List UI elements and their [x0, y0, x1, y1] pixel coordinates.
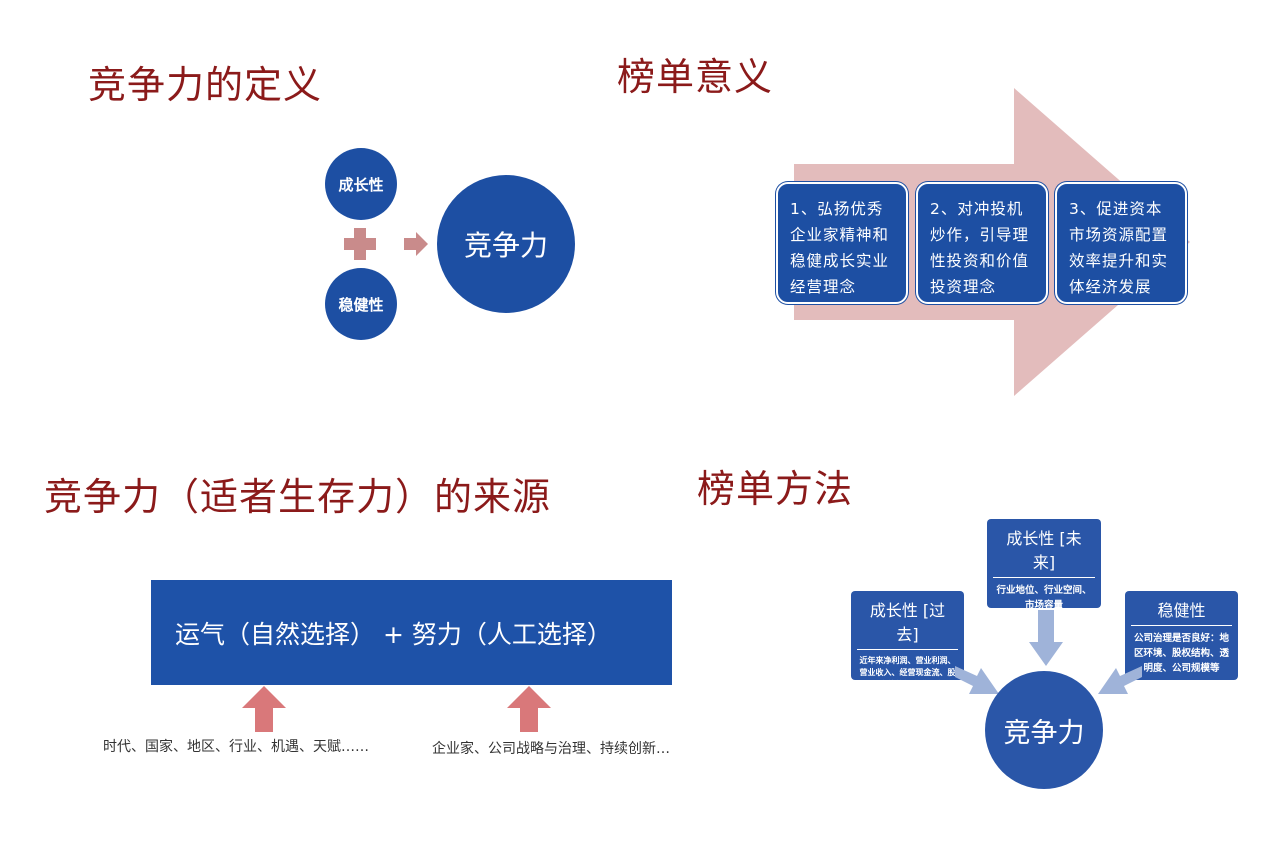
growth-future-box: 成长性 [未来] 行业地位、行业空间、市场容量	[987, 519, 1101, 611]
growth-past-body: 近年来净利润、营业利润、营业收入、经营现金流、股票市值的复合增长率	[859, 656, 956, 689]
down-left-arrow-icon	[1098, 666, 1142, 694]
competitiveness-result-label: 竞争力	[1003, 717, 1085, 749]
stability-box-body: 公司治理是否良好：地区环境、股权结构、透明度、公司规模等	[1133, 633, 1229, 674]
methodology-title: 榜单方法	[697, 467, 854, 511]
stability-box-title: 稳健性	[1131, 591, 1232, 626]
stability-circle: 稳健性	[325, 268, 397, 340]
growth-future-title: 成长性 [未来]	[993, 519, 1095, 578]
down-right-arrow-icon	[955, 666, 999, 694]
significance-card-2: 2、对冲投机炒作，引导理性投资和价值投资理念	[916, 182, 1048, 304]
effort-factors-note: 企业家、公司战略与治理、持续创新…	[432, 741, 670, 757]
significance-card-1: 1、弘扬优秀企业家精神和稳健成长实业经营理念	[776, 182, 908, 304]
source-title: 竞争力（适者生存力）的来源	[44, 475, 552, 519]
growth-past-title: 成长性 [过去]	[857, 591, 958, 650]
down-arrow-icon	[1029, 610, 1063, 666]
luck-effort-bar: 运气（自然选择） + 努力（人工选择）	[151, 580, 672, 685]
growth-past-box: 成长性 [过去] 近年来净利润、营业利润、营业收入、经营现金流、股票市值的复合增…	[851, 591, 964, 689]
right-arrow-icon	[404, 232, 428, 256]
up-arrow-icon-left	[242, 686, 286, 732]
stability-box: 稳健性 公司治理是否良好：地区环境、股权结构、透明度、公司规模等	[1125, 591, 1238, 680]
significance-title: 榜单意义	[617, 55, 774, 99]
luck-factors-note: 时代、国家、地区、行业、机遇、天赋……	[103, 739, 369, 755]
competitiveness-label: 竞争力	[463, 229, 548, 262]
growth-label: 成长性	[338, 175, 384, 194]
stability-label: 稳健性	[338, 295, 384, 314]
up-arrow-icon-right	[507, 686, 551, 732]
competitiveness-circle: 竞争力	[437, 175, 575, 313]
significance-card-3: 3、促进资本市场资源配置效率提升和实体经济发展	[1055, 182, 1187, 304]
competitiveness-result-circle: 竞争力	[985, 671, 1103, 789]
definition-title: 竞争力的定义	[88, 63, 323, 107]
luck-effort-text: 运气（自然选择） + 努力（人工选择）	[175, 619, 612, 649]
growth-circle: 成长性	[325, 148, 397, 220]
growth-future-body: 行业地位、行业空间、市场容量	[996, 585, 1092, 611]
plus-icon	[344, 228, 376, 260]
